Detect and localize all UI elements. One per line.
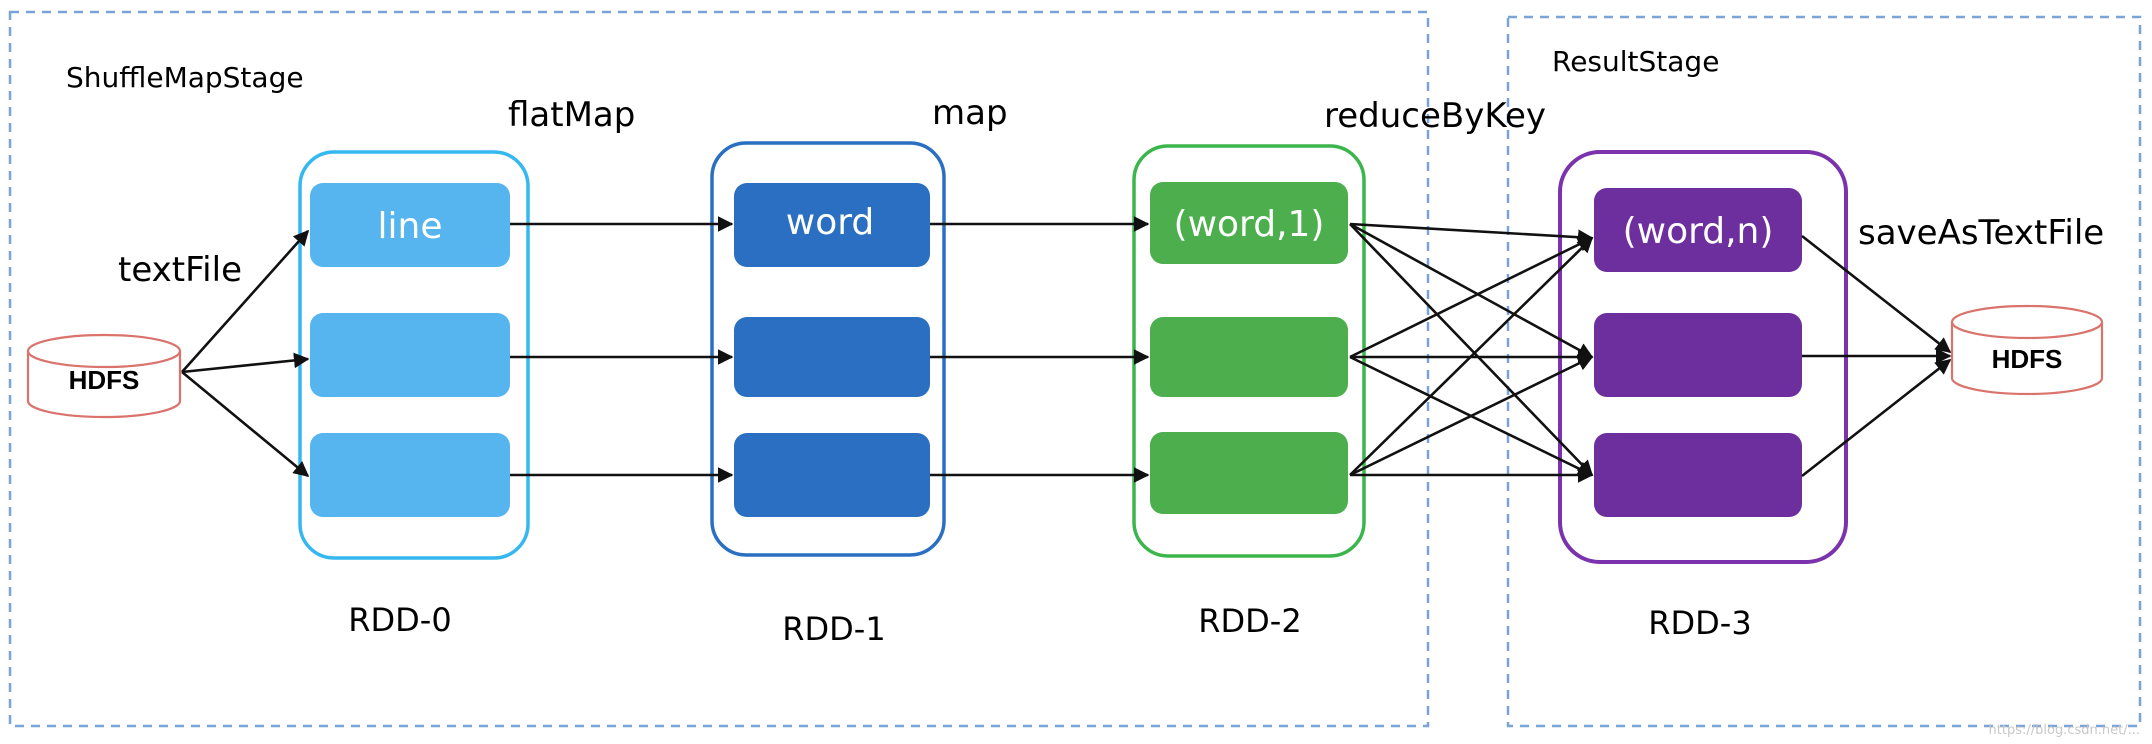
op-flat-map-label: flatMap — [508, 95, 635, 135]
rdd-1-label: RDD-1 — [782, 610, 885, 648]
rdd-1-partition-3 — [734, 433, 930, 517]
arrow-shuffle-p2-to-p1 — [1349, 236, 1594, 359]
hdfs-sink-label: HDFS — [1992, 344, 2063, 374]
rdd-1-partition-1-label: word — [786, 202, 875, 243]
rdd-2-partition-3 — [1150, 432, 1348, 514]
rdd-2-partition-1 — [1150, 182, 1348, 264]
op-reduce-by-key-label: reduceByKey — [1324, 96, 1546, 136]
shuffle-map-stage-label: ShuffleMapStage — [66, 61, 304, 94]
rdd-3-label: RDD-3 — [1648, 604, 1751, 642]
rdd-3-partition-3 — [1594, 433, 1802, 517]
result-stage-box — [1506, 15, 2142, 728]
watermark-text: https://blog.csdn.net/... — [1989, 723, 2140, 738]
arrow-rdd3-p1-to-hdfs — [1801, 234, 1952, 354]
rdd-1-partition-1 — [734, 183, 930, 267]
arrow-hdfs-to-rdd0-p1 — [181, 229, 310, 373]
arrow-hdfs-to-rdd0-p2 — [181, 352, 310, 374]
rdd-0-label: RDD-0 — [348, 601, 451, 639]
arrow-shuffle-p1-to-p2 — [1349, 222, 1594, 359]
arrow-hdfs-to-rdd0-p3 — [181, 370, 310, 478]
op-save-as-text-file-label: saveAsTextFile — [1858, 213, 2104, 253]
rdd-0-partition-1-label: line — [378, 206, 443, 247]
hdfs-sink-cylinder: HDFS — [1950, 304, 2104, 396]
rdd-0-partition-3 — [310, 433, 510, 517]
arrow-shuffle-p3-to-p2 — [1349, 355, 1594, 477]
rdd-0-partition-1 — [310, 183, 510, 267]
arrow-shuffle-p1-to-p1 — [1349, 222, 1594, 245]
rdd-1-partition-2 — [734, 317, 930, 397]
rdd-2-partition-1-label: (word,1) — [1174, 204, 1325, 245]
rdd-3-partition-2 — [1594, 313, 1802, 397]
arrow-shuffle-p1-to-p3 — [1349, 223, 1594, 477]
arrow-rdd3-p3-to-hdfs — [1801, 358, 1952, 478]
arrow-shuffle-p3-to-p1 — [1349, 236, 1594, 476]
hdfs-source-cylinder: HDFS — [26, 333, 182, 419]
rdd-2-label: RDD-2 — [1198, 602, 1301, 640]
rdd-3-partition-1 — [1594, 188, 1802, 272]
op-map-label: map — [932, 93, 1008, 133]
hdfs-source-label: HDFS — [69, 365, 140, 395]
rdd-0-partition-2 — [310, 313, 510, 397]
rdd-2-partition-2 — [1150, 317, 1348, 397]
shuffle-map-stage-box — [8, 10, 1430, 728]
rdd-3-partition-1-label: (word,n) — [1623, 211, 1774, 252]
op-text-file-label: textFile — [118, 250, 242, 290]
result-stage-label: ResultStage — [1552, 45, 1719, 78]
